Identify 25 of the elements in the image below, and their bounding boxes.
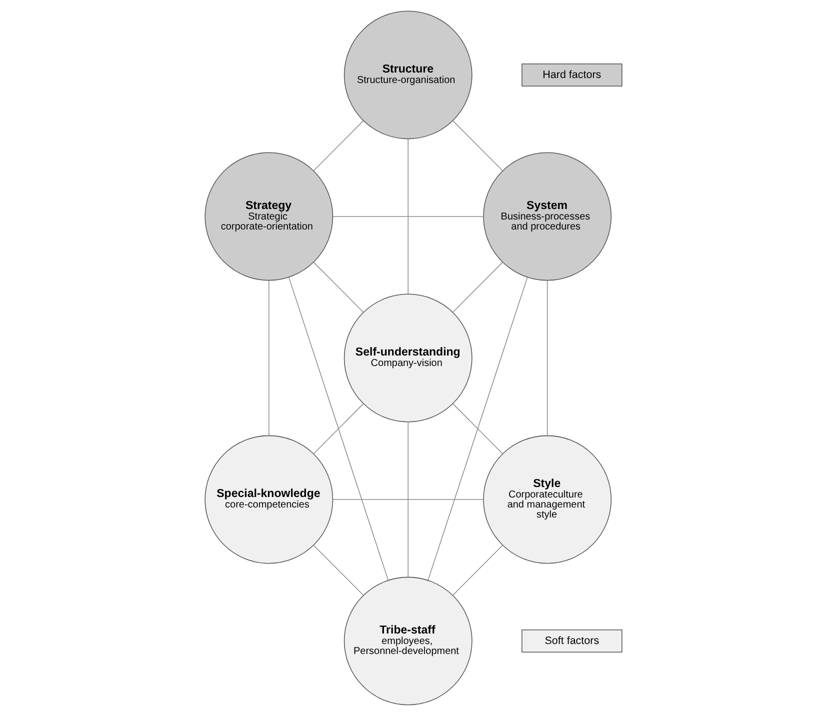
connector (546, 280, 548, 436)
node-circle: Style Corporateculture and management style (482, 435, 612, 564)
legend-label: Hard factors (542, 68, 601, 81)
connector (452, 403, 502, 454)
connector (332, 499, 484, 500)
connector (452, 120, 502, 172)
connector (332, 216, 484, 217)
connector (312, 262, 364, 313)
legend-label: Soft factors (544, 634, 599, 647)
connector (268, 280, 269, 436)
connector (312, 403, 364, 454)
connector (312, 120, 364, 172)
connector (452, 262, 502, 313)
node-circle: System Business-processes and procedures (482, 152, 612, 281)
connector (407, 422, 408, 578)
node-circle: Tribe-staff employees, Personnel-development (343, 576, 472, 706)
node-circle: Self-understanding Company-vision (343, 294, 472, 422)
connector (452, 544, 502, 596)
connector (407, 138, 408, 294)
connector (288, 276, 388, 581)
node-circle: Structure Structure-organisation (343, 10, 472, 140)
connector (427, 276, 528, 581)
node-circle: Special-knowledge core-competencies (204, 435, 333, 564)
connector (312, 544, 364, 596)
node-circle: Strategy Strategic corporate-orientation (204, 152, 333, 281)
